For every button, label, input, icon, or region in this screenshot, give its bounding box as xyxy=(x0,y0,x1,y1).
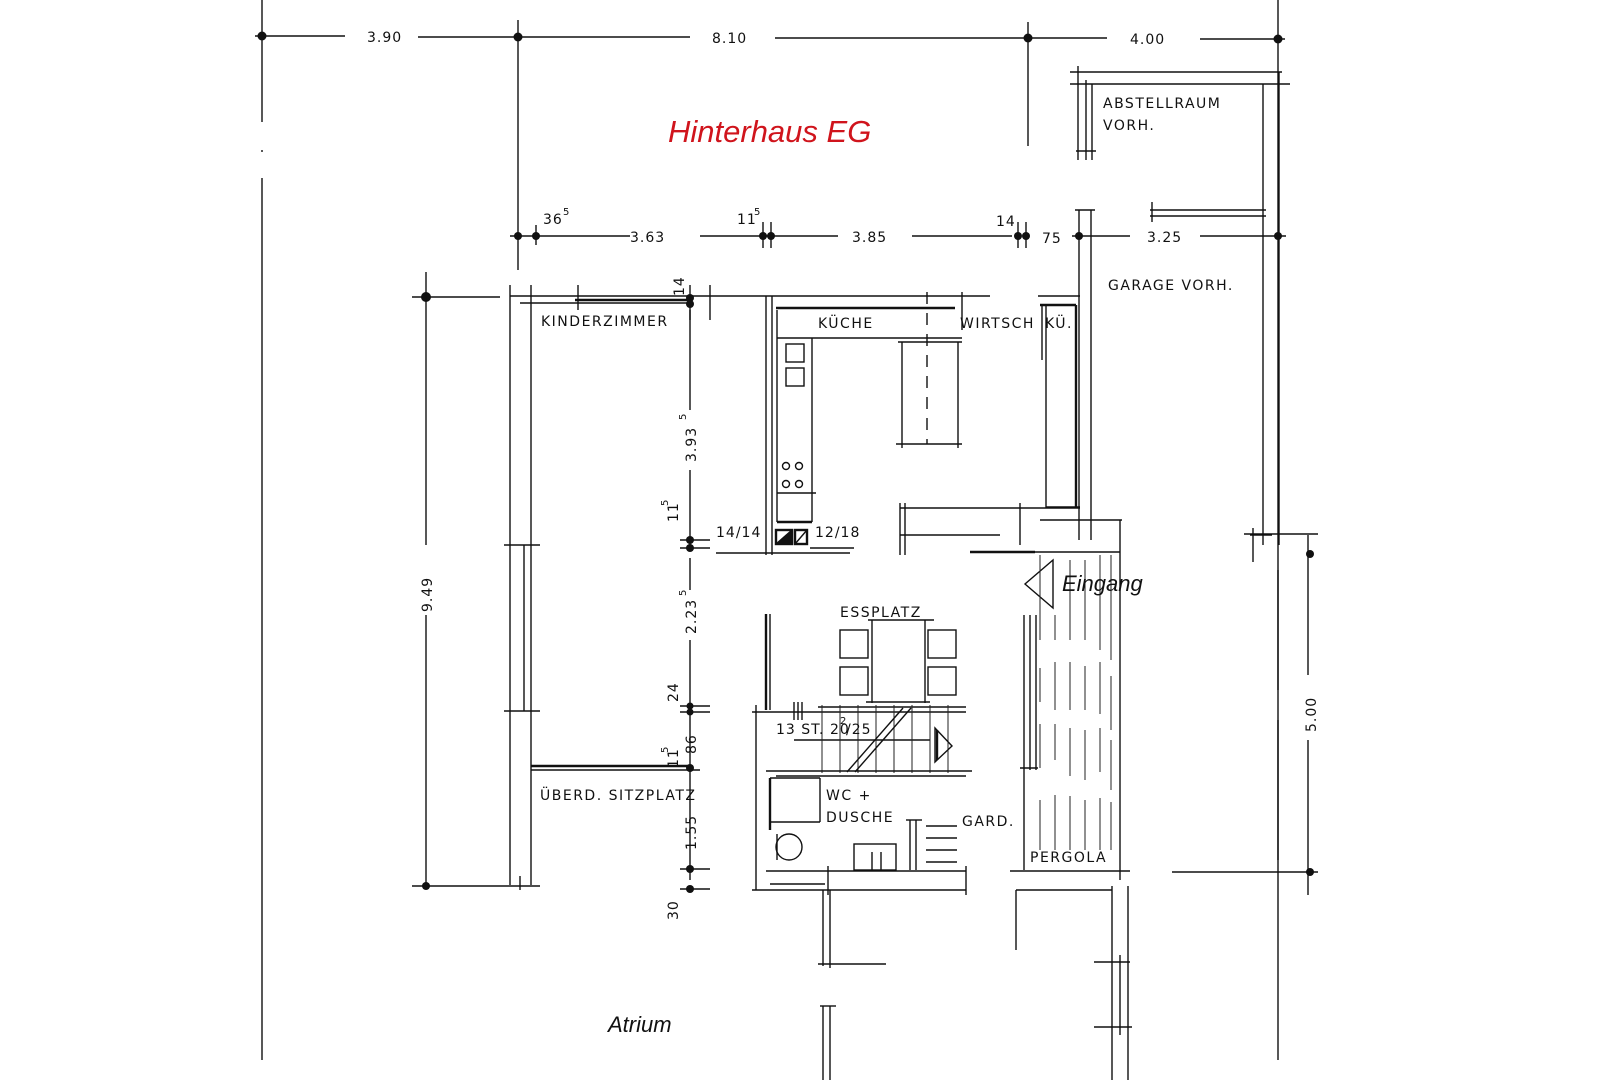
left-total-dimension: 9.49 xyxy=(420,272,436,890)
room-label-dusche: DUSCHE xyxy=(826,810,894,826)
superscript: 5 xyxy=(563,207,569,218)
room-label-wirtsch-ku: KÜ. xyxy=(1045,314,1073,332)
room-label-garage: GARAGE VORH. xyxy=(1108,278,1234,294)
room-label-pergola: PERGOLA xyxy=(1030,850,1107,866)
room-label-wc: WC + xyxy=(826,788,872,804)
kueche-room: 14/14 12/18 KÜCHE xyxy=(716,292,962,555)
label-atrium: Atrium xyxy=(606,1012,672,1037)
room-label-abstellraum: ABSTELLRAUM xyxy=(1103,96,1221,112)
room-label-kueche: KÜCHE xyxy=(818,314,874,332)
stairs-dimension: 13 ST. 20 xyxy=(776,722,850,738)
top-dimension-line: 3.90 8.10 4.00 xyxy=(255,0,1285,1060)
chimney-dimension-left: 14/14 xyxy=(716,525,761,541)
room-label-essplatz: ESSPLATZ xyxy=(840,605,922,621)
superscript: 5 xyxy=(660,500,671,506)
dimension-4-00: 4.00 xyxy=(1130,32,1165,48)
entrance-arrow-icon xyxy=(1023,558,1054,610)
dimension-86: 86 xyxy=(684,734,700,754)
superscript: 5 xyxy=(678,414,689,420)
pergola-slats xyxy=(1039,555,1112,850)
label-eingang: Eingang xyxy=(1062,571,1144,596)
atrium-area: Atrium xyxy=(606,886,1132,1080)
second-dimension-line: 36 5 3.63 11 5 3.85 14 75 3.25 xyxy=(510,207,1286,248)
dimension-11-vertical: 11 xyxy=(666,502,682,522)
chimney-dimension-right: 12/18 xyxy=(815,525,860,541)
vertical-dimension-chain: 14 3.93 5 11 5 2.23 5 24 86 11 5 1.55 30 xyxy=(660,276,710,920)
dimension-9-49: 9.49 xyxy=(420,577,436,612)
dimension-24: 24 xyxy=(666,682,682,702)
essplatz-room: ESSPLATZ xyxy=(764,605,957,710)
right-total-dimension: 5.00 xyxy=(1172,528,1320,895)
superscript: 5 xyxy=(678,590,689,596)
superscript: 5 xyxy=(754,207,760,218)
plan-title: Hinterhaus EG xyxy=(668,114,871,149)
wirtschaftskueche-room: WIRTSCH KÜ. xyxy=(899,292,1122,880)
dimension-30: 30 xyxy=(666,900,682,920)
dimension-14: 14 xyxy=(996,214,1016,230)
dimension-36: 36 xyxy=(543,212,563,228)
dimension-2-23: 2.23 xyxy=(684,599,700,634)
staircase: 13 ST. 20 2 /25 xyxy=(752,702,972,890)
garage-walls: GARAGE VORH. xyxy=(1075,202,1266,540)
dimension-1-55: 1.55 xyxy=(684,815,700,850)
dimension-3-90: 3.90 xyxy=(367,30,402,46)
dimension-3-25: 3.25 xyxy=(1147,230,1182,246)
kinderzimmer-room: KINDERZIMMER ÜBERD. SITZPLATZ xyxy=(412,285,990,890)
room-label-gard: GARD. xyxy=(962,814,1015,830)
superscript: 5 xyxy=(660,747,671,753)
dimension-3-63: 3.63 xyxy=(630,230,665,246)
room-label-abstellraum-vorh: VORH. xyxy=(1103,118,1155,134)
room-label-kinderzimmer: KINDERZIMMER xyxy=(541,314,669,330)
stairs-dimension-tail: /25 xyxy=(846,722,872,738)
dimension-5-00: 5.00 xyxy=(1304,697,1320,732)
room-label-wirtsch: WIRTSCH xyxy=(960,316,1035,332)
dimension-3-93: 3.93 xyxy=(684,427,700,462)
pergola-area: Eingang PERGOLA xyxy=(1010,555,1144,872)
wc-dusche-room: WC + DUSCHE GARD. xyxy=(752,777,1015,895)
dimension-11-lower: 11 xyxy=(666,748,682,768)
superscript: 2 xyxy=(840,716,846,727)
dimension-75: 75 xyxy=(1042,231,1062,247)
dimension-14-vertical: 14 xyxy=(672,276,688,296)
dimension-3-85: 3.85 xyxy=(852,230,887,246)
abstellraum-room: ABSTELLRAUM VORH. xyxy=(1070,66,1290,545)
dimension-11: 11 xyxy=(737,212,757,228)
dimension-8-10: 8.10 xyxy=(712,31,747,47)
room-label-sitzplatz: ÜBERD. SITZPLATZ xyxy=(540,786,696,804)
